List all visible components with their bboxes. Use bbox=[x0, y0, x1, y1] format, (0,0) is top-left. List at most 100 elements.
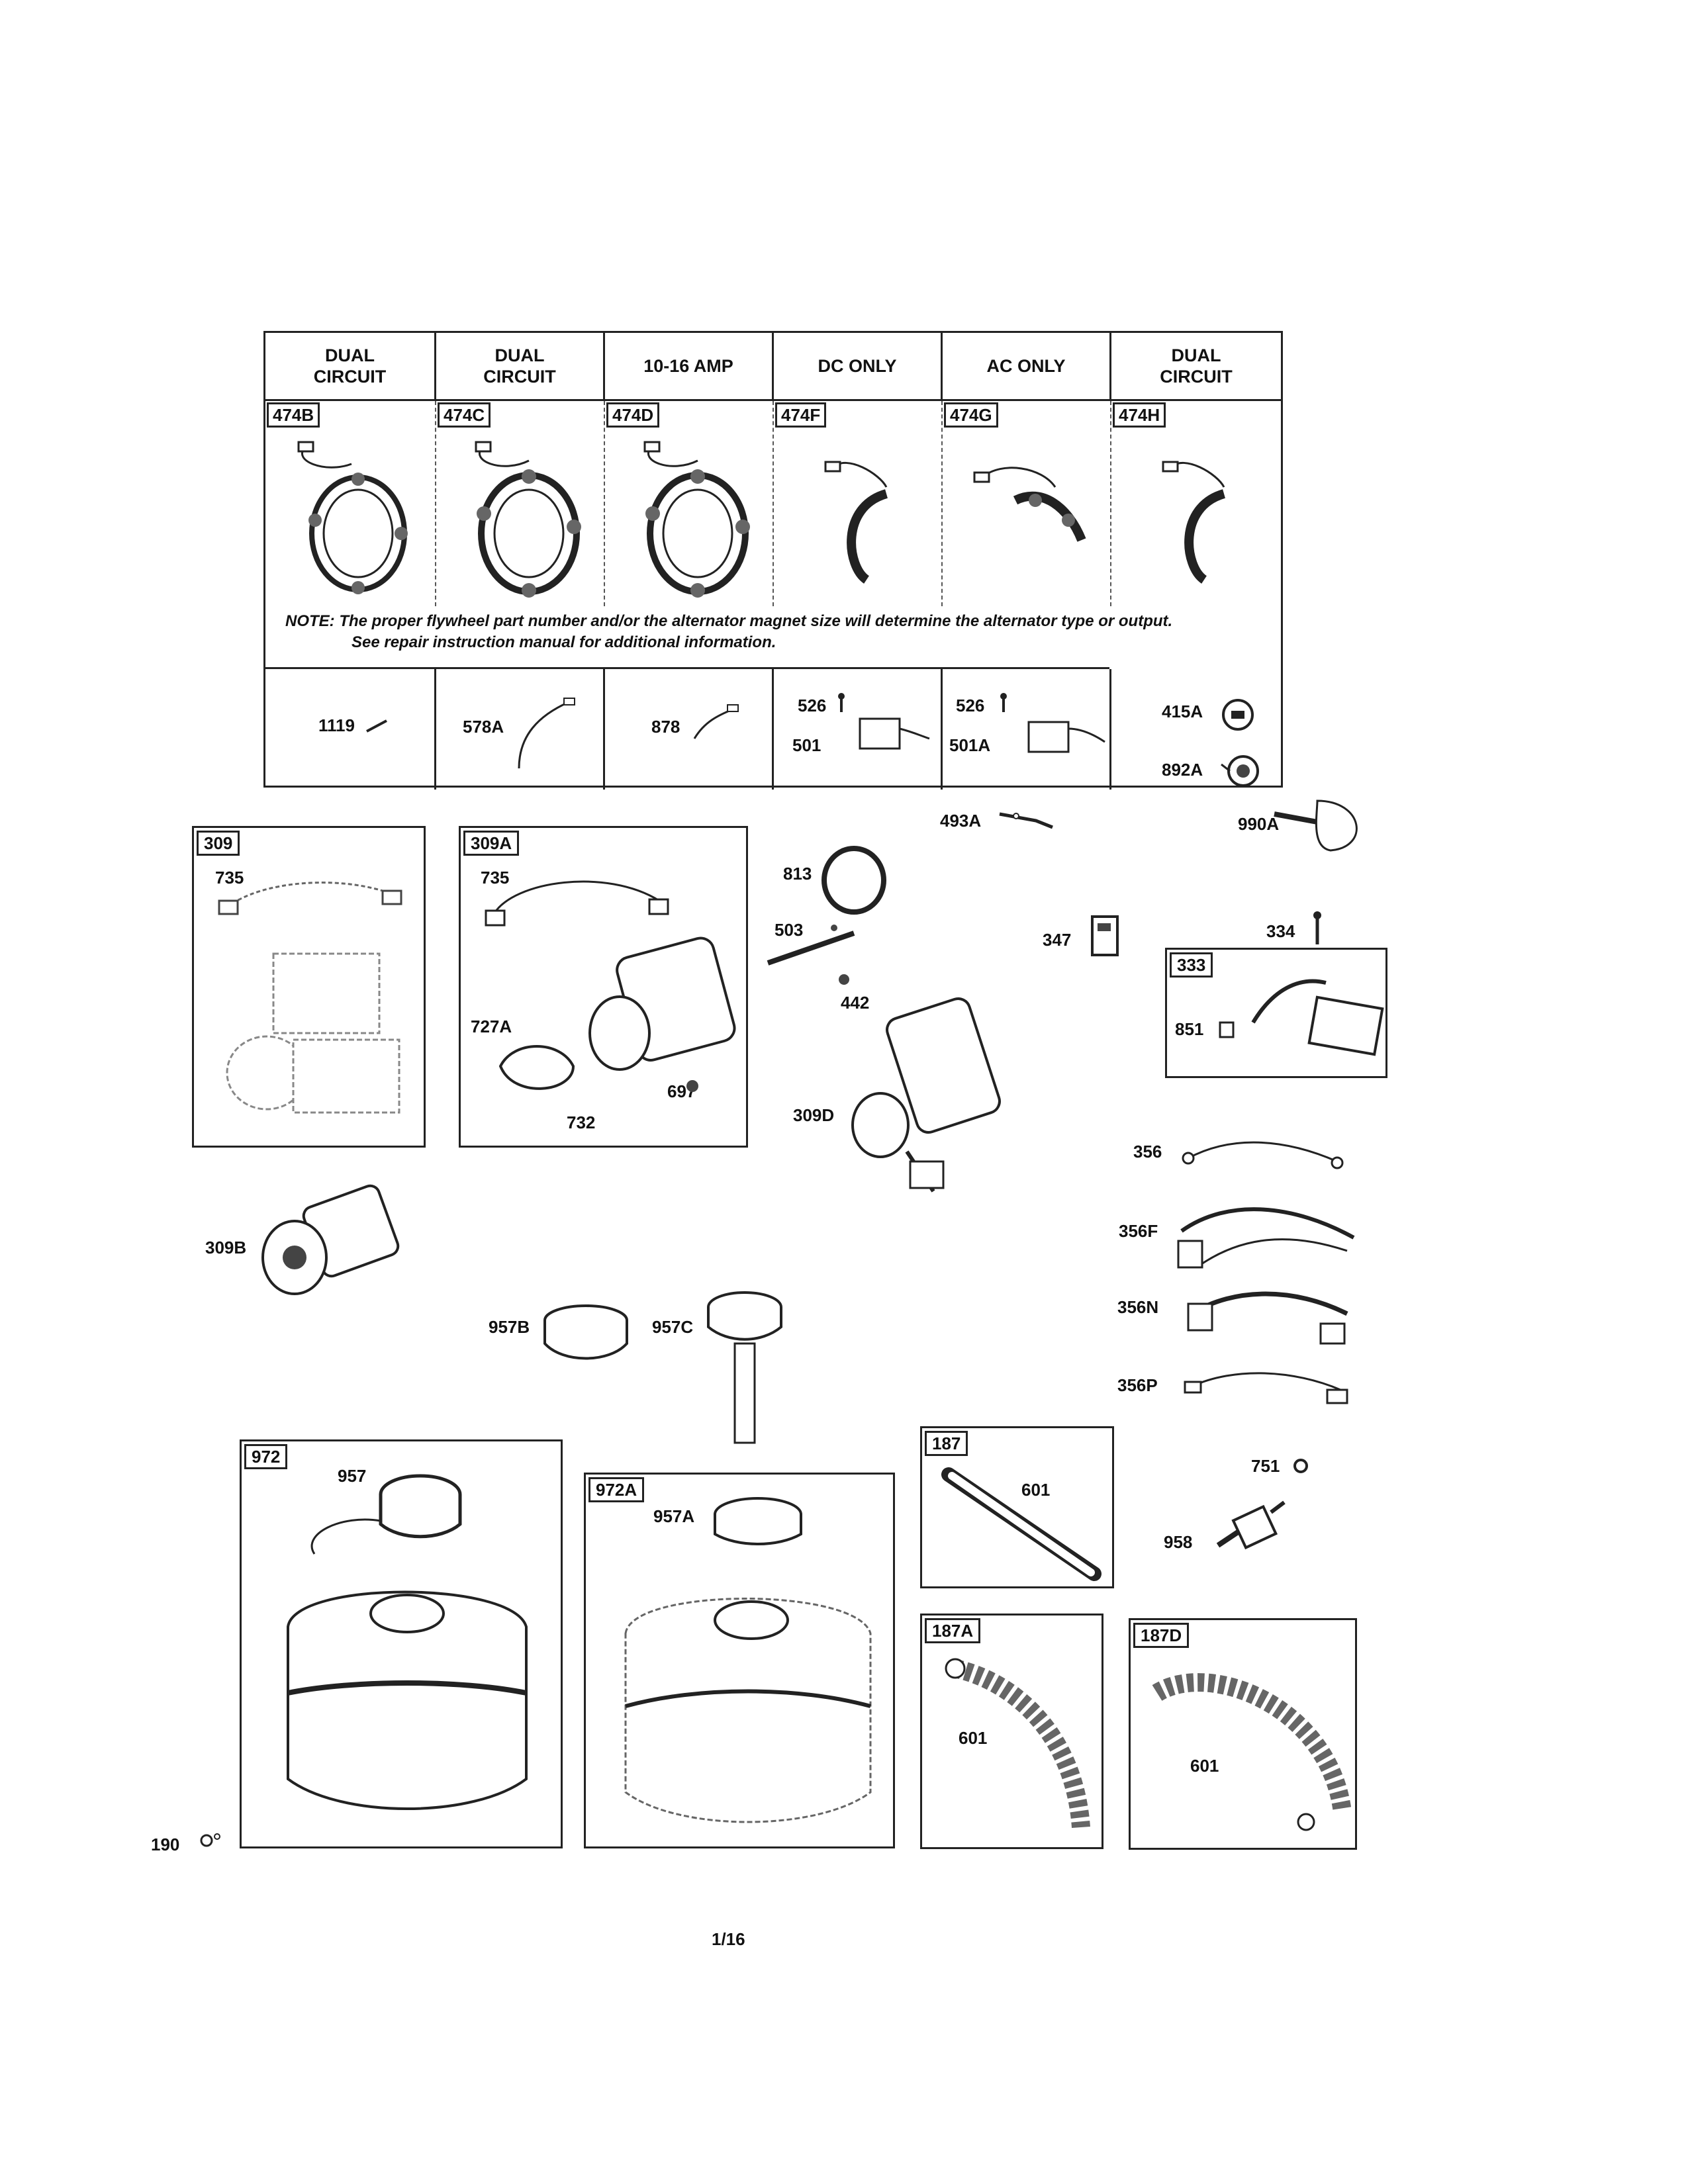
wire-356-icon bbox=[1182, 1141, 1344, 1169]
cell-878: 878 bbox=[605, 669, 774, 790]
header-474F: DC ONLY bbox=[774, 333, 943, 399]
label-347: 347 bbox=[1043, 930, 1072, 950]
box-tag-187D: 187D bbox=[1133, 1623, 1190, 1648]
screw-334-icon bbox=[1313, 911, 1321, 944]
cell-474H: 474H bbox=[1111, 401, 1281, 606]
ring-813-icon bbox=[821, 846, 886, 915]
header-474D: 10-16 AMP bbox=[605, 333, 774, 399]
label-601-187: 601 bbox=[1021, 1480, 1051, 1500]
label-601-187A: 601 bbox=[959, 1728, 988, 1748]
alternator-note: NOTE: The proper flywheel part number an… bbox=[285, 611, 1278, 653]
clamp-190-icon bbox=[200, 1833, 220, 1847]
part-tag-474B: 474B bbox=[267, 402, 320, 428]
label-751: 751 bbox=[1251, 1456, 1280, 1476]
fuel-tank-972A-icon bbox=[624, 1497, 872, 1823]
bracket-493A-icon bbox=[999, 812, 1053, 829]
key-switch-415A-icon bbox=[1222, 699, 1254, 731]
cell-474C: 474C bbox=[436, 401, 605, 606]
box-972A: 972A 957A bbox=[584, 1473, 895, 1848]
box-tag-309: 309 bbox=[197, 831, 240, 856]
wire-356P-icon bbox=[1184, 1372, 1348, 1404]
cell-1119: 1119 bbox=[265, 669, 436, 790]
label-735-309: 735 bbox=[215, 868, 244, 887]
label-813: 813 bbox=[783, 864, 812, 884]
switch-892A-icon bbox=[1221, 755, 1259, 787]
box-187A: 187A 601 bbox=[920, 1614, 1103, 1849]
label-356F: 356F bbox=[1119, 1221, 1158, 1241]
label-1119: 1119 bbox=[318, 715, 355, 735]
box-tag-187: 187 bbox=[925, 1431, 968, 1456]
header-474C: DUAL CIRCUIT bbox=[436, 333, 605, 399]
label-415A: 415A bbox=[1162, 702, 1203, 721]
box-187D: 187D 601 bbox=[1129, 1618, 1357, 1850]
label-732: 732 bbox=[567, 1113, 596, 1132]
alternator-table: DUAL CIRCUIT DUAL CIRCUIT 10-16 AMP DC O… bbox=[263, 331, 1283, 790]
header-474B: DUAL CIRCUIT bbox=[265, 333, 436, 399]
box-tag-972: 972 bbox=[244, 1444, 288, 1469]
label-493A: 493A bbox=[940, 811, 982, 831]
cell-474B: 474B bbox=[265, 401, 436, 606]
part-tag-474D: 474D bbox=[606, 402, 660, 428]
starter-motor-309D-icon bbox=[851, 997, 1001, 1193]
page-number: 1/16 bbox=[712, 1929, 745, 1949]
part-tag-474F: 474F bbox=[775, 402, 827, 428]
label-851: 851 bbox=[1175, 1019, 1204, 1039]
note-line-1: NOTE: The proper flywheel part number an… bbox=[285, 612, 1173, 630]
fuel-cap-957B-icon bbox=[543, 1304, 628, 1360]
harness-356F-icon bbox=[1177, 1207, 1355, 1269]
header-474H: DUAL CIRCUIT bbox=[1160, 345, 1233, 387]
box-309: 309 735 bbox=[192, 826, 426, 1148]
box-309A: 309A 735 727A 697 732 bbox=[459, 826, 748, 1148]
cell-578A: 578A bbox=[436, 669, 605, 790]
label-878: 878 bbox=[651, 717, 680, 737]
stator-arc-474H-icon bbox=[1162, 461, 1226, 584]
bottom-row-divider bbox=[265, 667, 1109, 669]
screw-442-icon bbox=[839, 974, 849, 985]
fuel-line-187-icon bbox=[941, 1467, 1102, 1581]
cell-501A: 526 501A bbox=[943, 669, 1111, 790]
dipstick-cap-957C-icon bbox=[707, 1291, 782, 1444]
label-309D: 309D bbox=[793, 1105, 835, 1125]
stator-ring-474D-icon bbox=[643, 441, 750, 598]
fuel-tank-972-icon bbox=[287, 1474, 528, 1810]
fuel-line-187D-icon bbox=[1152, 1673, 1352, 1831]
note-line-2: See repair instruction manual for additi… bbox=[352, 633, 776, 651]
label-990A: 990A bbox=[1238, 814, 1280, 834]
label-442: 442 bbox=[841, 993, 870, 1013]
box-333: 333 851 bbox=[1165, 948, 1387, 1078]
label-735-309A: 735 bbox=[481, 868, 510, 887]
clamp-751-icon bbox=[1293, 1459, 1308, 1473]
starter-motor-309-icon bbox=[218, 882, 402, 1114]
fuel-line-187A-icon bbox=[945, 1658, 1090, 1829]
valve-958-icon bbox=[1216, 1500, 1286, 1550]
box-tag-333: 333 bbox=[1170, 952, 1213, 978]
label-958: 958 bbox=[1164, 1532, 1193, 1552]
screw-1119-icon bbox=[366, 719, 387, 733]
label-892A: 892A bbox=[1162, 760, 1203, 780]
stator-ring-474B-icon bbox=[297, 441, 408, 594]
regulator-501A-icon bbox=[1000, 693, 1105, 753]
label-356P: 356P bbox=[1117, 1375, 1158, 1395]
stator-ring-474C-icon bbox=[475, 441, 581, 598]
label-957: 957 bbox=[338, 1466, 367, 1486]
label-957A: 957A bbox=[653, 1506, 695, 1526]
stator-arc-474F-icon bbox=[824, 461, 888, 584]
label-501A: 501A bbox=[949, 735, 991, 755]
label-356N: 356N bbox=[1117, 1297, 1159, 1317]
label-957C: 957C bbox=[652, 1317, 694, 1337]
box-tag-187A: 187A bbox=[925, 1618, 981, 1643]
label-727A: 727A bbox=[471, 1017, 512, 1036]
part-tag-474C: 474C bbox=[438, 402, 491, 428]
label-309B: 309B bbox=[205, 1238, 247, 1257]
label-526-a: 526 bbox=[798, 696, 827, 715]
header-474G: AC ONLY bbox=[943, 333, 1111, 399]
label-503: 503 bbox=[774, 920, 804, 940]
label-501: 501 bbox=[792, 735, 821, 755]
key-990A-icon bbox=[1274, 799, 1358, 852]
box-tag-972A: 972A bbox=[588, 1477, 645, 1502]
box-tag-309A: 309A bbox=[463, 831, 520, 856]
cell-474D: 474D bbox=[605, 401, 774, 606]
switch-347-icon bbox=[1091, 915, 1119, 956]
starter-motor-309B-icon bbox=[261, 1184, 400, 1295]
key-503-icon bbox=[767, 925, 855, 966]
